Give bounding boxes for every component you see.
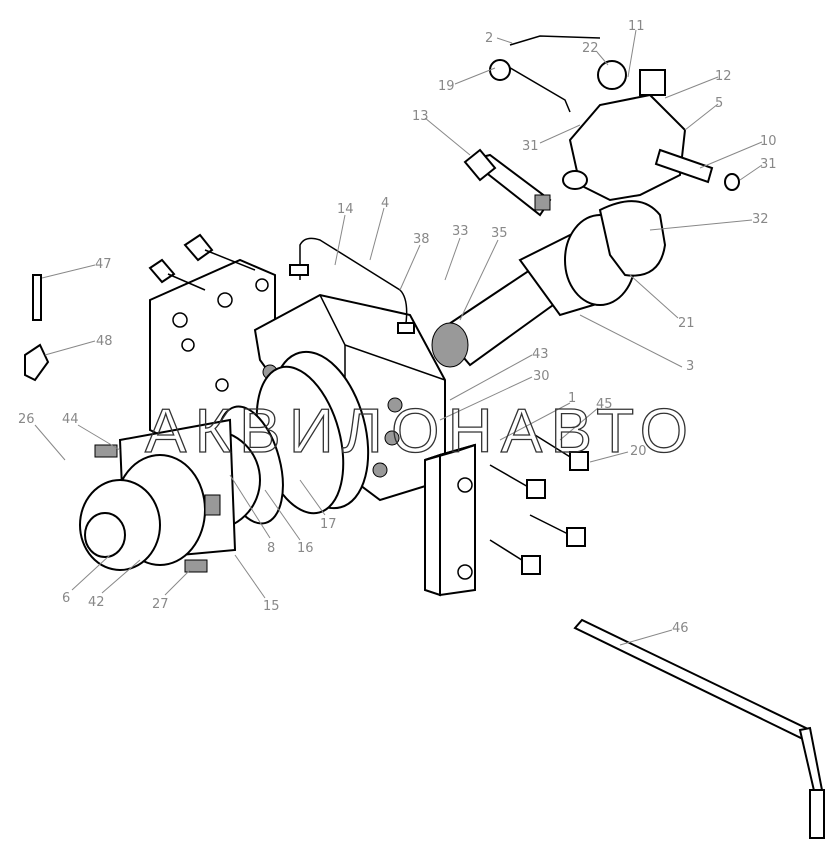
label-13: 13 <box>412 109 429 124</box>
label-11: 11 <box>628 19 645 34</box>
label-5: 5 <box>715 96 723 111</box>
label-35: 35 <box>491 226 508 241</box>
label-42: 42 <box>88 595 105 610</box>
label-21: 21 <box>678 316 695 331</box>
label-2: 2 <box>485 31 493 46</box>
label-17: 17 <box>320 517 337 532</box>
label-3: 3 <box>686 359 694 374</box>
label-15: 15 <box>263 599 280 614</box>
label-16: 16 <box>297 541 314 556</box>
label-8: 8 <box>267 541 275 556</box>
leader-lines <box>34 29 763 646</box>
label-10: 10 <box>760 134 777 149</box>
label-46: 46 <box>672 621 689 636</box>
part-labels: 2 22 11 19 12 5 13 31 10 31 32 14 4 38 3… <box>18 19 777 636</box>
label-1: 1 <box>568 391 576 406</box>
watermark: АКВИЛОНАВТО <box>145 397 690 466</box>
end-cap <box>79 418 237 573</box>
label-31: 31 <box>522 139 539 154</box>
label-22: 22 <box>582 41 599 56</box>
cylinder-body <box>159 350 370 531</box>
label-38: 38 <box>413 232 430 247</box>
label-47: 47 <box>95 257 112 272</box>
bracket-bars <box>424 443 476 597</box>
label-14: 14 <box>337 202 354 217</box>
label-20: 20 <box>630 444 647 459</box>
label-6: 6 <box>62 591 70 606</box>
label-30: 30 <box>533 369 550 384</box>
label-31b: 31 <box>760 157 777 172</box>
label-32: 32 <box>752 212 769 227</box>
coupling-jaw <box>562 60 687 202</box>
label-12: 12 <box>715 69 732 84</box>
label-45: 45 <box>596 397 613 412</box>
label-4: 4 <box>381 196 389 211</box>
label-48: 48 <box>96 334 113 349</box>
label-27: 27 <box>152 597 169 612</box>
wrench-tool <box>573 618 825 839</box>
label-43: 43 <box>532 347 549 362</box>
label-26: 26 <box>18 412 35 427</box>
label-33: 33 <box>452 224 469 239</box>
label-44: 44 <box>62 412 79 427</box>
bolts-right <box>489 434 589 575</box>
bolts-top-left <box>148 233 256 291</box>
label-19: 19 <box>438 79 455 94</box>
